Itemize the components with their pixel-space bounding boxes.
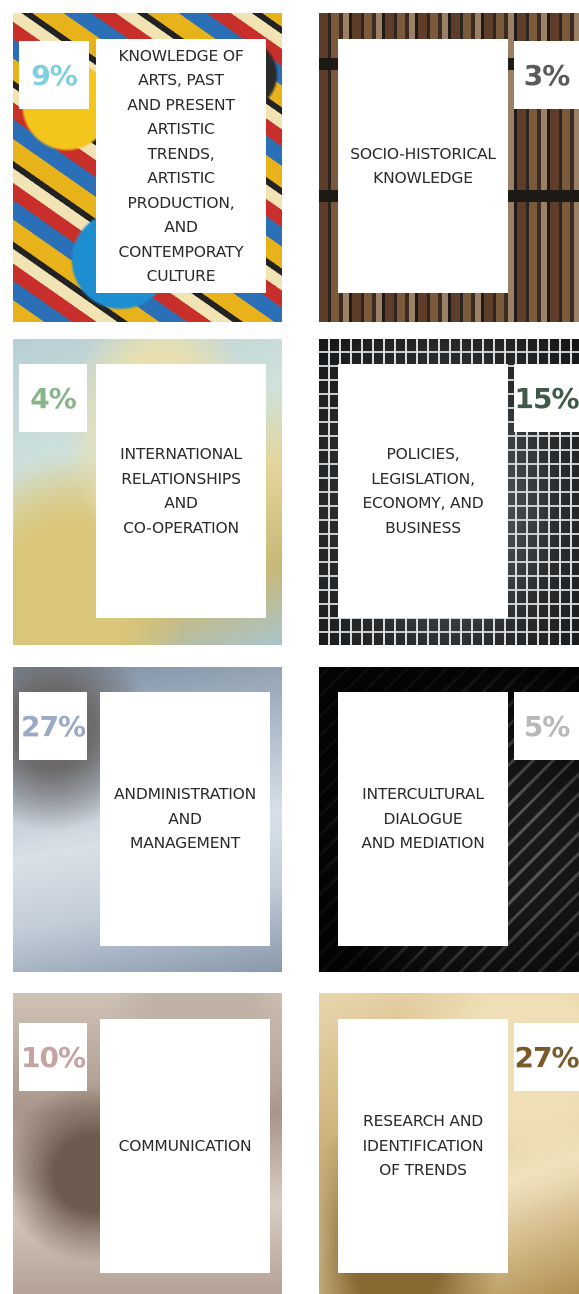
percentage-badge: 15%	[514, 364, 579, 432]
percentage-value: 3%	[523, 58, 571, 92]
percentage-value: 27%	[514, 1040, 579, 1074]
skill-tile-arts: 9% KNOWLEDGE OF ARTS, PAST AND PRESENT A…	[13, 13, 282, 322]
percentage-badge: 3%	[514, 41, 579, 109]
percentage-value: 27%	[20, 709, 86, 743]
skill-label: RESEARCH AND IDENTIFICATION OF TRENDS	[362, 1112, 484, 1180]
skill-tile-policies: POLICIES, LEGISLATION, ECONOMY, AND BUSI…	[319, 339, 579, 645]
skill-label: KNOWLEDGE OF ARTS, PAST AND PRESENT ARTI…	[118, 46, 244, 286]
label-card: INTERCULTURAL DIALOGUE AND MEDIATION	[338, 692, 508, 946]
percentage-value: 4%	[30, 381, 77, 415]
skill-label: INTERNATIONAL RELATIONSHIPS AND CO-OPERA…	[120, 445, 242, 537]
skill-label: ANDMINISTRATION AND MANAGEMENT	[114, 785, 256, 853]
skill-label: INTERCULTURAL DIALOGUE AND MEDIATION	[361, 785, 485, 853]
percentage-value: 5%	[523, 709, 571, 743]
percentage-badge: 5%	[514, 692, 579, 760]
percentage-value: 9%	[31, 58, 78, 92]
skill-label: SOCIO-HISTORICAL KNOWLEDGE	[350, 144, 496, 188]
label-card: COMMUNICATION	[100, 1019, 270, 1273]
label-card: SOCIO-HISTORICAL KNOWLEDGE	[338, 39, 508, 293]
label-card: KNOWLEDGE OF ARTS, PAST AND PRESENT ARTI…	[96, 39, 266, 293]
label-card: INTERNATIONAL RELATIONSHIPS AND CO-OPERA…	[96, 364, 266, 618]
skill-tile-intercultural: INTERCULTURAL DIALOGUE AND MEDIATION 5%	[319, 667, 579, 972]
skill-label: COMMUNICATION	[118, 1136, 252, 1155]
percentage-value: 15%	[514, 381, 579, 415]
label-card: RESEARCH AND IDENTIFICATION OF TRENDS	[338, 1019, 508, 1273]
percentage-badge: 9%	[19, 41, 89, 109]
skill-tile-research: RESEARCH AND IDENTIFICATION OF TRENDS 27…	[319, 993, 579, 1294]
label-card: ANDMINISTRATION AND MANAGEMENT	[100, 692, 270, 946]
label-card: POLICIES, LEGISLATION, ECONOMY, AND BUSI…	[338, 364, 508, 618]
skill-tile-communication: 10% COMMUNICATION	[13, 993, 282, 1294]
skill-tile-administration: 27% ANDMINISTRATION AND MANAGEMENT	[13, 667, 282, 972]
percentage-badge: 4%	[19, 364, 87, 432]
skill-tile-socio-historical: SOCIO-HISTORICAL KNOWLEDGE 3%	[319, 13, 579, 322]
skill-label: POLICIES, LEGISLATION, ECONOMY, AND BUSI…	[362, 445, 484, 537]
percentage-badge: 10%	[19, 1023, 87, 1091]
percentage-badge: 27%	[19, 692, 87, 760]
percentage-badge: 27%	[514, 1023, 579, 1091]
skill-tile-international: 4% INTERNATIONAL RELATIONSHIPS AND CO-OP…	[13, 339, 282, 645]
percentage-value: 10%	[20, 1040, 86, 1074]
